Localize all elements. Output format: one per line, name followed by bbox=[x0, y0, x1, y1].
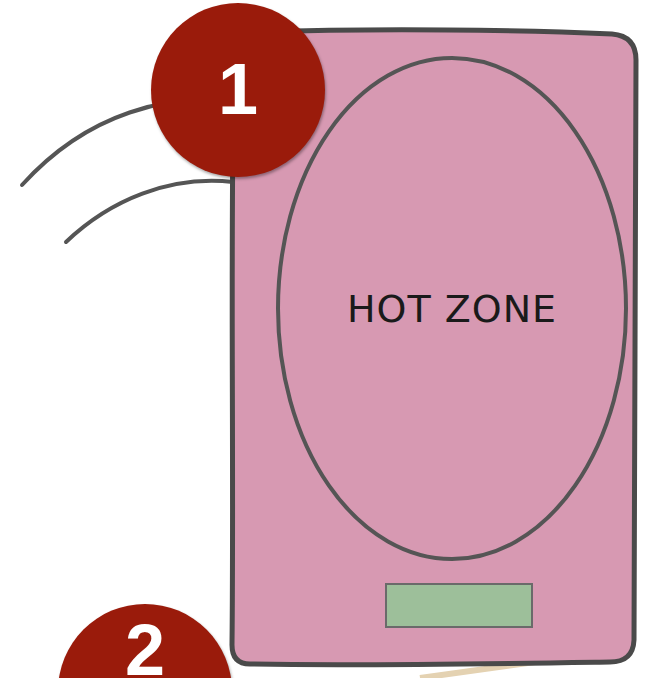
control-panel bbox=[386, 584, 532, 627]
callout-number: 1 bbox=[218, 53, 258, 177]
callout-circle: 2 bbox=[58, 604, 232, 678]
callout-number: 2 bbox=[125, 614, 165, 678]
power-cord bbox=[66, 181, 233, 242]
hot-zone-oval: HOT ZONE bbox=[276, 56, 628, 561]
oval-outline bbox=[278, 58, 626, 559]
callout-circle: 1 bbox=[151, 3, 325, 177]
zone-label: HOT ZONE bbox=[347, 287, 557, 331]
